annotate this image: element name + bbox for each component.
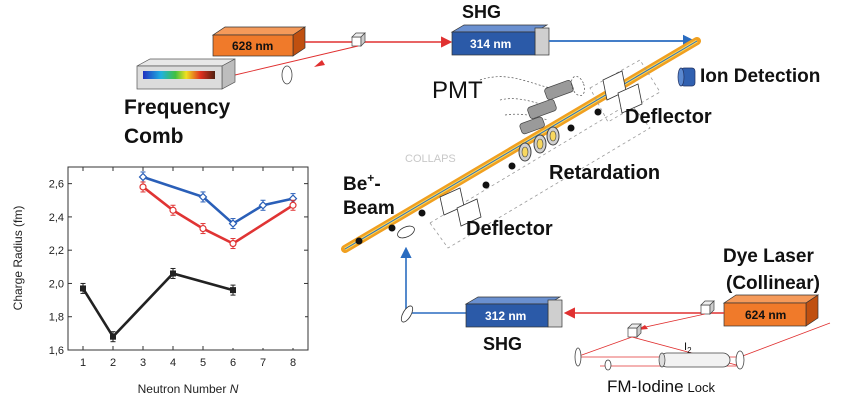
- x-tick-label: 7: [260, 357, 266, 369]
- red-arrow-small: [314, 60, 325, 67]
- retardation-electrodes: [518, 126, 560, 162]
- pmt-tubes: [479, 76, 585, 135]
- y-tick-label: 2,6: [49, 179, 64, 191]
- y-tick-label: 1,8: [49, 312, 64, 324]
- x-tick-label: 8: [290, 357, 296, 369]
- point-he: [230, 287, 236, 294]
- laser-624-label: 624 nm: [745, 308, 786, 322]
- beam-splitter-top: [351, 32, 366, 47]
- comb-label: Comb: [124, 125, 184, 148]
- collaps-region: [429, 102, 651, 249]
- iodine-lock-optics: [574, 300, 831, 371]
- frequency-label: Frequency: [124, 96, 231, 119]
- frequency-comb-box: [136, 58, 236, 90]
- point-li: [139, 183, 147, 191]
- deflector-bottom-plates: [439, 187, 482, 227]
- shg-bottom-box-label: 312 nm: [485, 309, 526, 323]
- retardation-label: Retardation: [549, 162, 660, 184]
- dye-laser-label-2: (Collinear): [726, 273, 820, 294]
- y-tick-label: 2,2: [49, 245, 64, 257]
- x-tick-label: 1: [80, 357, 86, 369]
- i2-label: I2: [684, 341, 692, 355]
- point-be: [198, 192, 208, 202]
- deflector-top-label: Deflector: [625, 106, 712, 128]
- point-li: [199, 224, 207, 233]
- shg-bottom-label: SHG: [483, 334, 522, 354]
- be-beam-label-line2: Beam: [343, 198, 395, 219]
- ion-bunches: [355, 108, 602, 245]
- chart-x-axis-label: Neutron Number N: [138, 382, 239, 396]
- chart-y-axis-label: Charge Radius (fm): [11, 206, 25, 311]
- x-tick-label: 4: [170, 357, 176, 369]
- chart-legend: [219, 304, 305, 348]
- point-he: [110, 333, 116, 340]
- be-beam-label-line1: Be+-: [343, 171, 381, 195]
- point-li: [169, 206, 177, 214]
- point-be: [138, 172, 148, 182]
- series-line-he: [81, 272, 234, 339]
- x-tick-label: 2: [110, 357, 116, 369]
- shg-top-box: 314 nm: [450, 24, 550, 56]
- red-beam-to-comb: [234, 45, 359, 76]
- coupling-lens: [397, 225, 415, 239]
- point-he: [80, 285, 86, 292]
- dye-laser-label-1: Dye Laser: [723, 246, 814, 267]
- mirror-bottom: [400, 305, 414, 323]
- collaps-label: COLLAPS: [405, 153, 456, 165]
- x-tick-label: 5: [200, 357, 206, 369]
- laser-628-box: 628 nm: [211, 26, 307, 57]
- lens-top: [281, 65, 293, 85]
- detection-region: [589, 59, 661, 123]
- laser-628-label: 628 nm: [232, 39, 273, 53]
- laser-624-box: 624 nm: [722, 294, 820, 327]
- point-be: [228, 219, 238, 228]
- ion-detector: [677, 67, 696, 87]
- deflector-top-plates: [602, 70, 643, 114]
- y-tick-label: 2,4: [49, 212, 64, 224]
- shg-bottom-box: 312 nm: [464, 296, 563, 328]
- charge-radius-chart: Charge Radius (fm) Neutron Number N 1 2 3 4…: [11, 166, 309, 396]
- x-tick-label: 6: [230, 357, 236, 369]
- point-li: [289, 201, 297, 209]
- y-tick-label: 1,6: [49, 345, 64, 357]
- deflector-bottom-label: Deflector: [466, 218, 553, 240]
- shg-top-label: SHG: [462, 2, 501, 22]
- point-li: [229, 239, 237, 248]
- pmt-label: PMT: [432, 77, 483, 104]
- ion-detection-label: Ion Detection: [700, 66, 820, 87]
- x-tick-label: 3: [140, 357, 146, 369]
- y-tick-label: 2,0: [49, 278, 64, 290]
- shg-top-box-label: 314 nm: [470, 37, 511, 51]
- point-he: [170, 270, 176, 277]
- point-be: [258, 200, 268, 210]
